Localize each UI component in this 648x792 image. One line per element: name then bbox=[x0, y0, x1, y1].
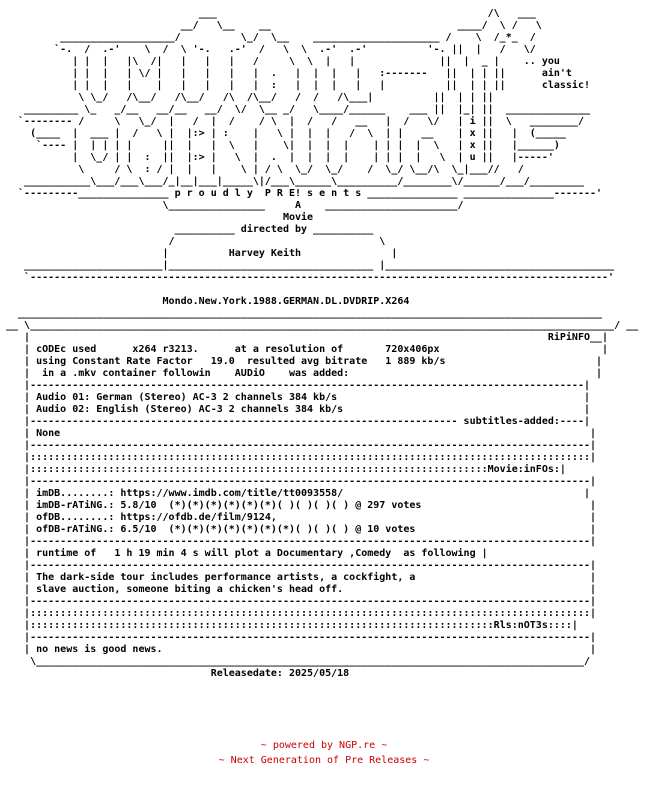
nfo-line: `---------------------------------------… bbox=[6, 272, 615, 283]
nfo-line: Mondo.New.York.1988.GERMAN.DL.DVDRIP.X26… bbox=[6, 296, 410, 307]
nfo-line: ___ /\ ___ bbox=[6, 8, 536, 19]
nfo-line: |---------------------------------------… bbox=[6, 536, 597, 547]
nfo-line: | RiPiNFO__| bbox=[6, 332, 609, 343]
footer: ~ powered by NGP.re ~ ~ Next Generation … bbox=[0, 738, 648, 768]
nfo-line: __/ \__ __ ____/ \ / \ bbox=[6, 20, 542, 31]
nfo-line: | runtime of 1 h 19 min 4 s will plot a … bbox=[6, 548, 488, 559]
tagline-text: ~ Next Generation of Pre Releases ~ bbox=[218, 755, 430, 766]
nfo-line: |---------------------------------------… bbox=[6, 632, 597, 643]
nfo-line: | \_/ | | : || |:> | \ | . | | | | | | |… bbox=[6, 152, 554, 163]
nfo-line: | imDB........: https://www.imdb.com/tit… bbox=[6, 488, 590, 499]
nfo-line: |:::::::::::::::::::::::::::::::::::::::… bbox=[6, 464, 566, 475]
nfo-line: \ / \ : / | | | \ | / \ \_/ \_/ / \_/ \_… bbox=[6, 164, 524, 175]
nfo-line: |---------------------------------------… bbox=[6, 380, 590, 391]
nfo-line: |---------------------------------------… bbox=[6, 596, 597, 607]
nfo-line: | | | | | | | | | : | | | | | || | | || … bbox=[6, 80, 590, 91]
nfo-line: / \ bbox=[6, 236, 386, 247]
nfo-line: |:::::::::::::::::::::::::::::::::::::::… bbox=[6, 608, 597, 619]
nfo-line: | | | |\ /| | | | / \ \ | | || | _ | .. … bbox=[6, 56, 560, 67]
nfo-line: | using Constant Rate Factor 19.0 result… bbox=[6, 356, 603, 367]
nfo-line: _________ \_ _/__ __/__ __/ \/ \__ _/ \_… bbox=[6, 104, 590, 115]
nfo-line: Movie bbox=[6, 212, 314, 223]
nfo-line: | Audio 02: English (Stereo) AC-3 2 chan… bbox=[6, 404, 590, 415]
nfo-line: | None | bbox=[6, 428, 597, 439]
nfo-line: | ofDB-rATiNG.: 6.5/10 (*)(*)(*)(*)(*)(*… bbox=[6, 524, 597, 535]
nfo-line: | imDB-rATiNG.: 5.8/10 (*)(*)(*)(*)(*)(*… bbox=[6, 500, 597, 511]
nfo-line: `-------- / \ \_/ | / | / / \ | / / __ |… bbox=[6, 116, 584, 127]
nfo-line: | no news is good news. | bbox=[6, 644, 597, 655]
nfo-line: ___________________/ \_/ \__ ___________… bbox=[6, 32, 536, 43]
nfo-line: |---------------------------------------… bbox=[6, 560, 597, 571]
nfo-text-block: ___ /\ ___ __/ \__ __ ____/ \ / \ ______… bbox=[6, 8, 638, 680]
nfo-line: \________________ A ____________________… bbox=[6, 200, 464, 211]
nfo-line: \ \_/ /\__/ /\__/ /\ /\__/ / / /\___| ||… bbox=[6, 92, 494, 103]
nfo-line: | Audio 01: German (Stereo) AC-3 2 chann… bbox=[6, 392, 590, 403]
nfo-line: ___________\___/___\___/_|__|___|_____\|… bbox=[6, 176, 584, 187]
nfo-line: | ofDB........: https://ofdb.de/film/912… bbox=[6, 512, 597, 523]
nfo-line: __________ directed by __________ bbox=[6, 224, 374, 235]
nfo-line: `---------_______________ p r o u d l y … bbox=[6, 188, 603, 199]
nfo-line: | slave auction, someone biting a chicke… bbox=[6, 584, 597, 595]
nfo-line: (____ | ___ | / \ | |:> | : | \ | | | / … bbox=[6, 128, 566, 139]
nfo-line: _______________________|________________… bbox=[6, 260, 615, 271]
nfo-line: | Harvey Keith | bbox=[6, 248, 398, 259]
nfo-line: | | | | \/ | | | | | . | | | | :------- … bbox=[6, 68, 572, 79]
nfo-line: `---- | | | | | || | | \ | \| | | | | | … bbox=[6, 140, 560, 151]
nfo-line: | in a .mkv container followin AUDiO was… bbox=[6, 368, 603, 379]
nfo-line: `-. / .-' \ / \ '-. .-' / \ \ .-' .-' '-… bbox=[6, 44, 536, 55]
nfo-line: |:::::::::::::::::::::::::::::::::::::::… bbox=[6, 620, 578, 631]
nfo-line: Releasedate: 2025/05/18 bbox=[6, 668, 350, 679]
nfo-line: \_______________________________________… bbox=[6, 656, 590, 667]
nfo-line: ________________________________________… bbox=[6, 308, 603, 319]
nfo-line: |:::::::::::::::::::::::::::::::::::::::… bbox=[6, 452, 597, 463]
nfo-line: |---------------------------------------… bbox=[6, 416, 590, 427]
nfo-line: __ \____________________________________… bbox=[6, 320, 639, 331]
nfo-line: |---------------------------------------… bbox=[6, 440, 597, 451]
nfo-line: | cODEc used x264 r3213. at a resolution… bbox=[6, 344, 609, 355]
nfo-line: |---------------------------------------… bbox=[6, 476, 597, 487]
powered-by-text: ~ powered by NGP.re ~ bbox=[260, 740, 388, 751]
nfo-line: | The dark-side tour includes performanc… bbox=[6, 572, 597, 583]
